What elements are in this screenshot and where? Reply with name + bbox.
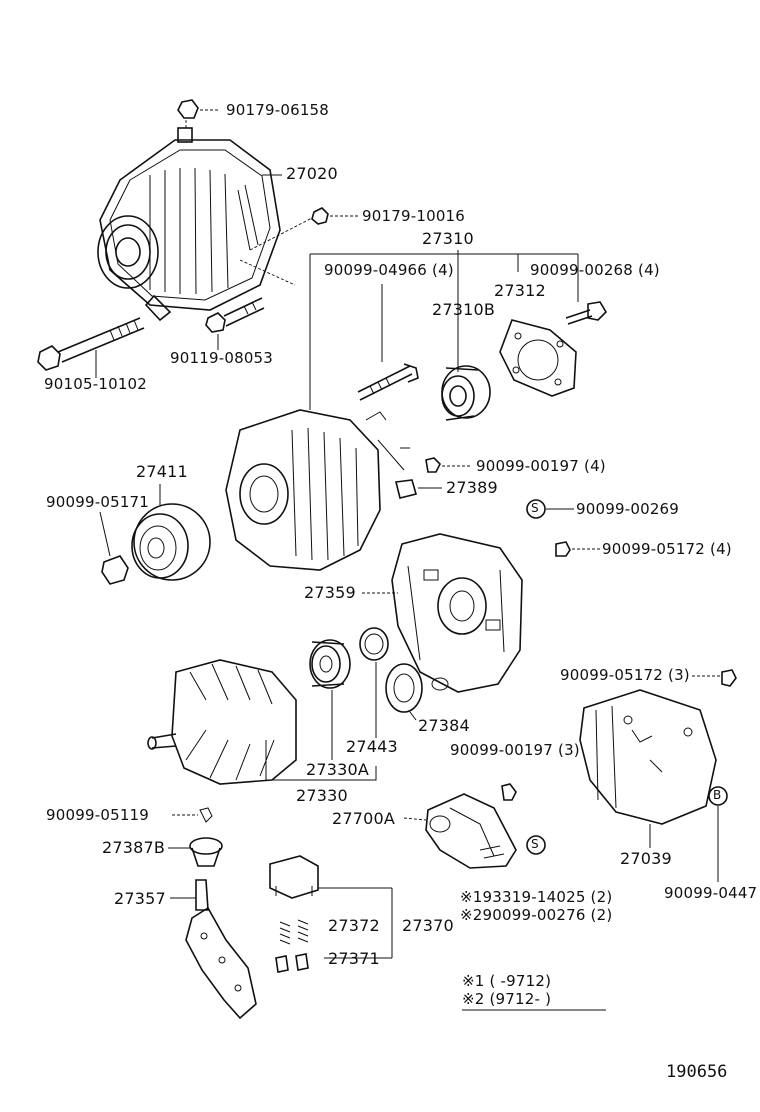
cover-ring-27443 <box>359 627 389 738</box>
label-27312: 27312 <box>494 281 546 300</box>
label-193319-14025: ※193319-14025 (2) <box>460 888 613 906</box>
label-27359: 27359 <box>304 583 356 602</box>
label-27700A: 27700A <box>332 809 396 828</box>
callout-bracket-27310 <box>309 250 579 410</box>
regulator-brush-holder-27700A <box>403 793 546 869</box>
label-90099-05172-4: 90099-05172 (4) <box>602 540 732 558</box>
label-27389: 27389 <box>446 478 498 497</box>
label-90179-10016: 90179-10016 <box>362 207 466 225</box>
rear-end-cover-27039 <box>579 669 737 848</box>
label-27443: 27443 <box>346 737 398 756</box>
screw-90099-00197-lower <box>501 783 517 801</box>
nut-90179-10016 <box>311 207 329 225</box>
rotor-27330 <box>147 659 377 785</box>
label-90099-04478: 90099-0447 <box>664 884 758 902</box>
label-90099-00269: 90099-00269 <box>576 500 680 518</box>
label-27357: 27357 <box>114 889 166 908</box>
screw-90099-05119 <box>199 807 213 823</box>
label-290099-00276: ※290099-00276 (2) <box>460 906 613 924</box>
label-27310B: 27310B <box>432 300 496 319</box>
screw-90099-00268 <box>565 301 608 325</box>
label-27330A: 27330A <box>306 760 370 779</box>
label-90099-00197-3: 90099-00197 (3) <box>450 741 580 759</box>
note-1: ※1 ( -9712) <box>462 972 552 990</box>
label-27372: 27372 <box>328 916 380 935</box>
label-27370: 27370 <box>402 916 454 935</box>
bolt-90105-10102 <box>37 317 145 378</box>
label-27020: 27020 <box>286 164 338 183</box>
bolt-90119-08053 <box>205 259 296 350</box>
alternator-assembly-drawing <box>97 127 281 322</box>
screw-90099-00197 <box>400 447 470 473</box>
nut-90179-06158 <box>177 99 199 119</box>
stud-90099-04966 <box>357 363 419 401</box>
label-27039: 27039 <box>620 849 672 868</box>
pulley-27411 <box>131 484 211 581</box>
label-27310: 27310 <box>422 229 474 248</box>
label-27384: 27384 <box>418 716 470 735</box>
label-90099-04966: 90099-04966 (4) <box>324 261 454 279</box>
drive-end-frame-drawing <box>225 409 405 571</box>
brush-holder-set-27370 <box>269 855 393 973</box>
label-27387B: 27387B <box>102 838 166 857</box>
label-90099-05119: 90099-05119 <box>46 806 150 824</box>
label-90119-08053: 90119-08053 <box>170 349 274 367</box>
label-90105-10102: 90105-10102 <box>44 375 148 393</box>
nut-90099-05172-upper <box>555 541 571 557</box>
terminal-cap-27387B <box>168 837 223 867</box>
label-27330: 27330 <box>296 786 348 805</box>
label-90099-05172-3: 90099-05172 (3) <box>560 666 690 684</box>
label-90099-05171: 90099-05171 <box>46 493 150 511</box>
bearing-27330A <box>309 639 351 760</box>
label-27411: 27411 <box>136 462 188 481</box>
label-90099-00268: 90099-00268 (4) <box>530 261 660 279</box>
note-2: ※2 (9712- ) <box>462 990 552 1008</box>
label-27371: 27371 <box>328 949 380 968</box>
b-marker-circle <box>708 786 728 882</box>
nut-90099-05171 <box>99 511 129 585</box>
bearing-27310B <box>441 365 491 421</box>
seal-27384 <box>385 663 423 721</box>
rectifier-end-frame-27359 <box>362 533 523 693</box>
s-marker-letter-2: S <box>531 837 539 851</box>
label-90179-06158: 90179-06158 <box>226 101 330 119</box>
rectifier-27357 <box>170 879 257 1020</box>
s-marker-circle <box>526 499 574 519</box>
label-90099-00197-4: 90099-00197 (4) <box>476 457 606 475</box>
b-marker-letter: B <box>713 788 722 802</box>
s-marker-letter: S <box>531 501 539 515</box>
terminal-insulator-27389 <box>395 479 442 499</box>
figure-id: 190656 <box>666 1062 728 1082</box>
retainer-plate-27312 <box>499 319 577 397</box>
